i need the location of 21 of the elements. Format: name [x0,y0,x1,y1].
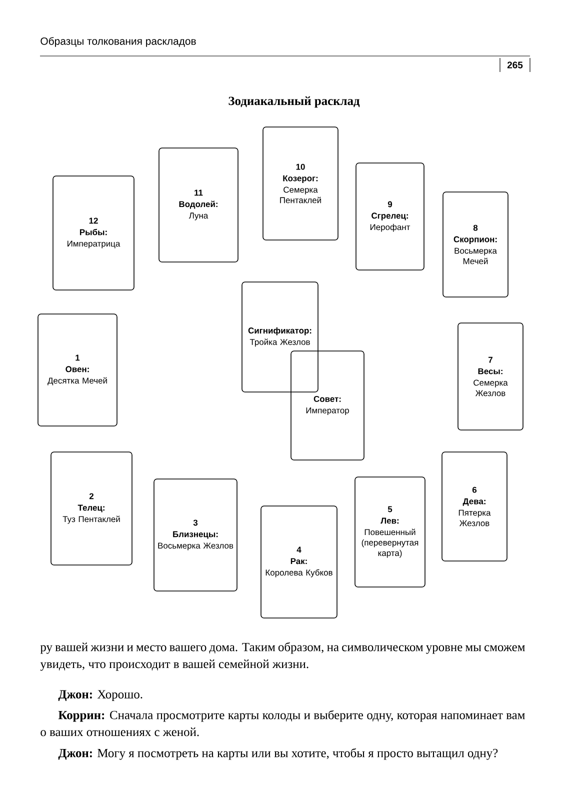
dialogue-line: Джон: Могу я посмотреть на карты или вы хотите, чтобы я просто вытащил одну? [58,748,498,760]
card-box: 5 Лев: Повешенный (перевернутая карта) [354,476,426,588]
card-box: 11 Водолей: Луна [158,148,238,262]
card-box: 7 Весы: Семерка Жезлов [458,322,524,430]
card-box: 8 Скорпион: Восьмерка Мечей [442,192,508,298]
body-text: ру вашей жизни и место вашего дома. Таким образом, на символическом уровне мы сможем увидеть, что происходит в вашей семейной жизни. [40,642,525,671]
page-number: 265 [507,62,523,68]
card-box: 6 Дева: Пятерка Жезлов [442,452,508,562]
card-box: 12 Рыбы: Императрица [52,176,134,290]
dialogue-line: Джон: Хорошо. [58,690,142,701]
card-box: 1 Овен: Десятка Мечей [38,314,118,426]
card-box: 3 Близнецы: Восьмерка Жезлов [154,478,238,592]
dialogue-line: Коррин: Сначала просмотрите карты колоды и выберите одну, которая напоминает вам о ваших отношениях с женой. [40,710,525,736]
card-box: 4 Рак: Королева Кубков [260,506,338,618]
card-box: Совет: Император [290,350,364,460]
card-box: 9 Сгрелец: Иерофант [356,162,424,270]
card-box: 10 Козерог: Семерка Пентаклей [262,126,338,240]
card-box: 2 Телец: Туз Пентаклей [50,452,132,566]
running-header: Образцы толкования раскладов [40,37,196,47]
diagram-title: Зодиакальный расклад [228,96,360,108]
card-box: Сигнификатор: Тройка Жезлов [242,282,318,392]
